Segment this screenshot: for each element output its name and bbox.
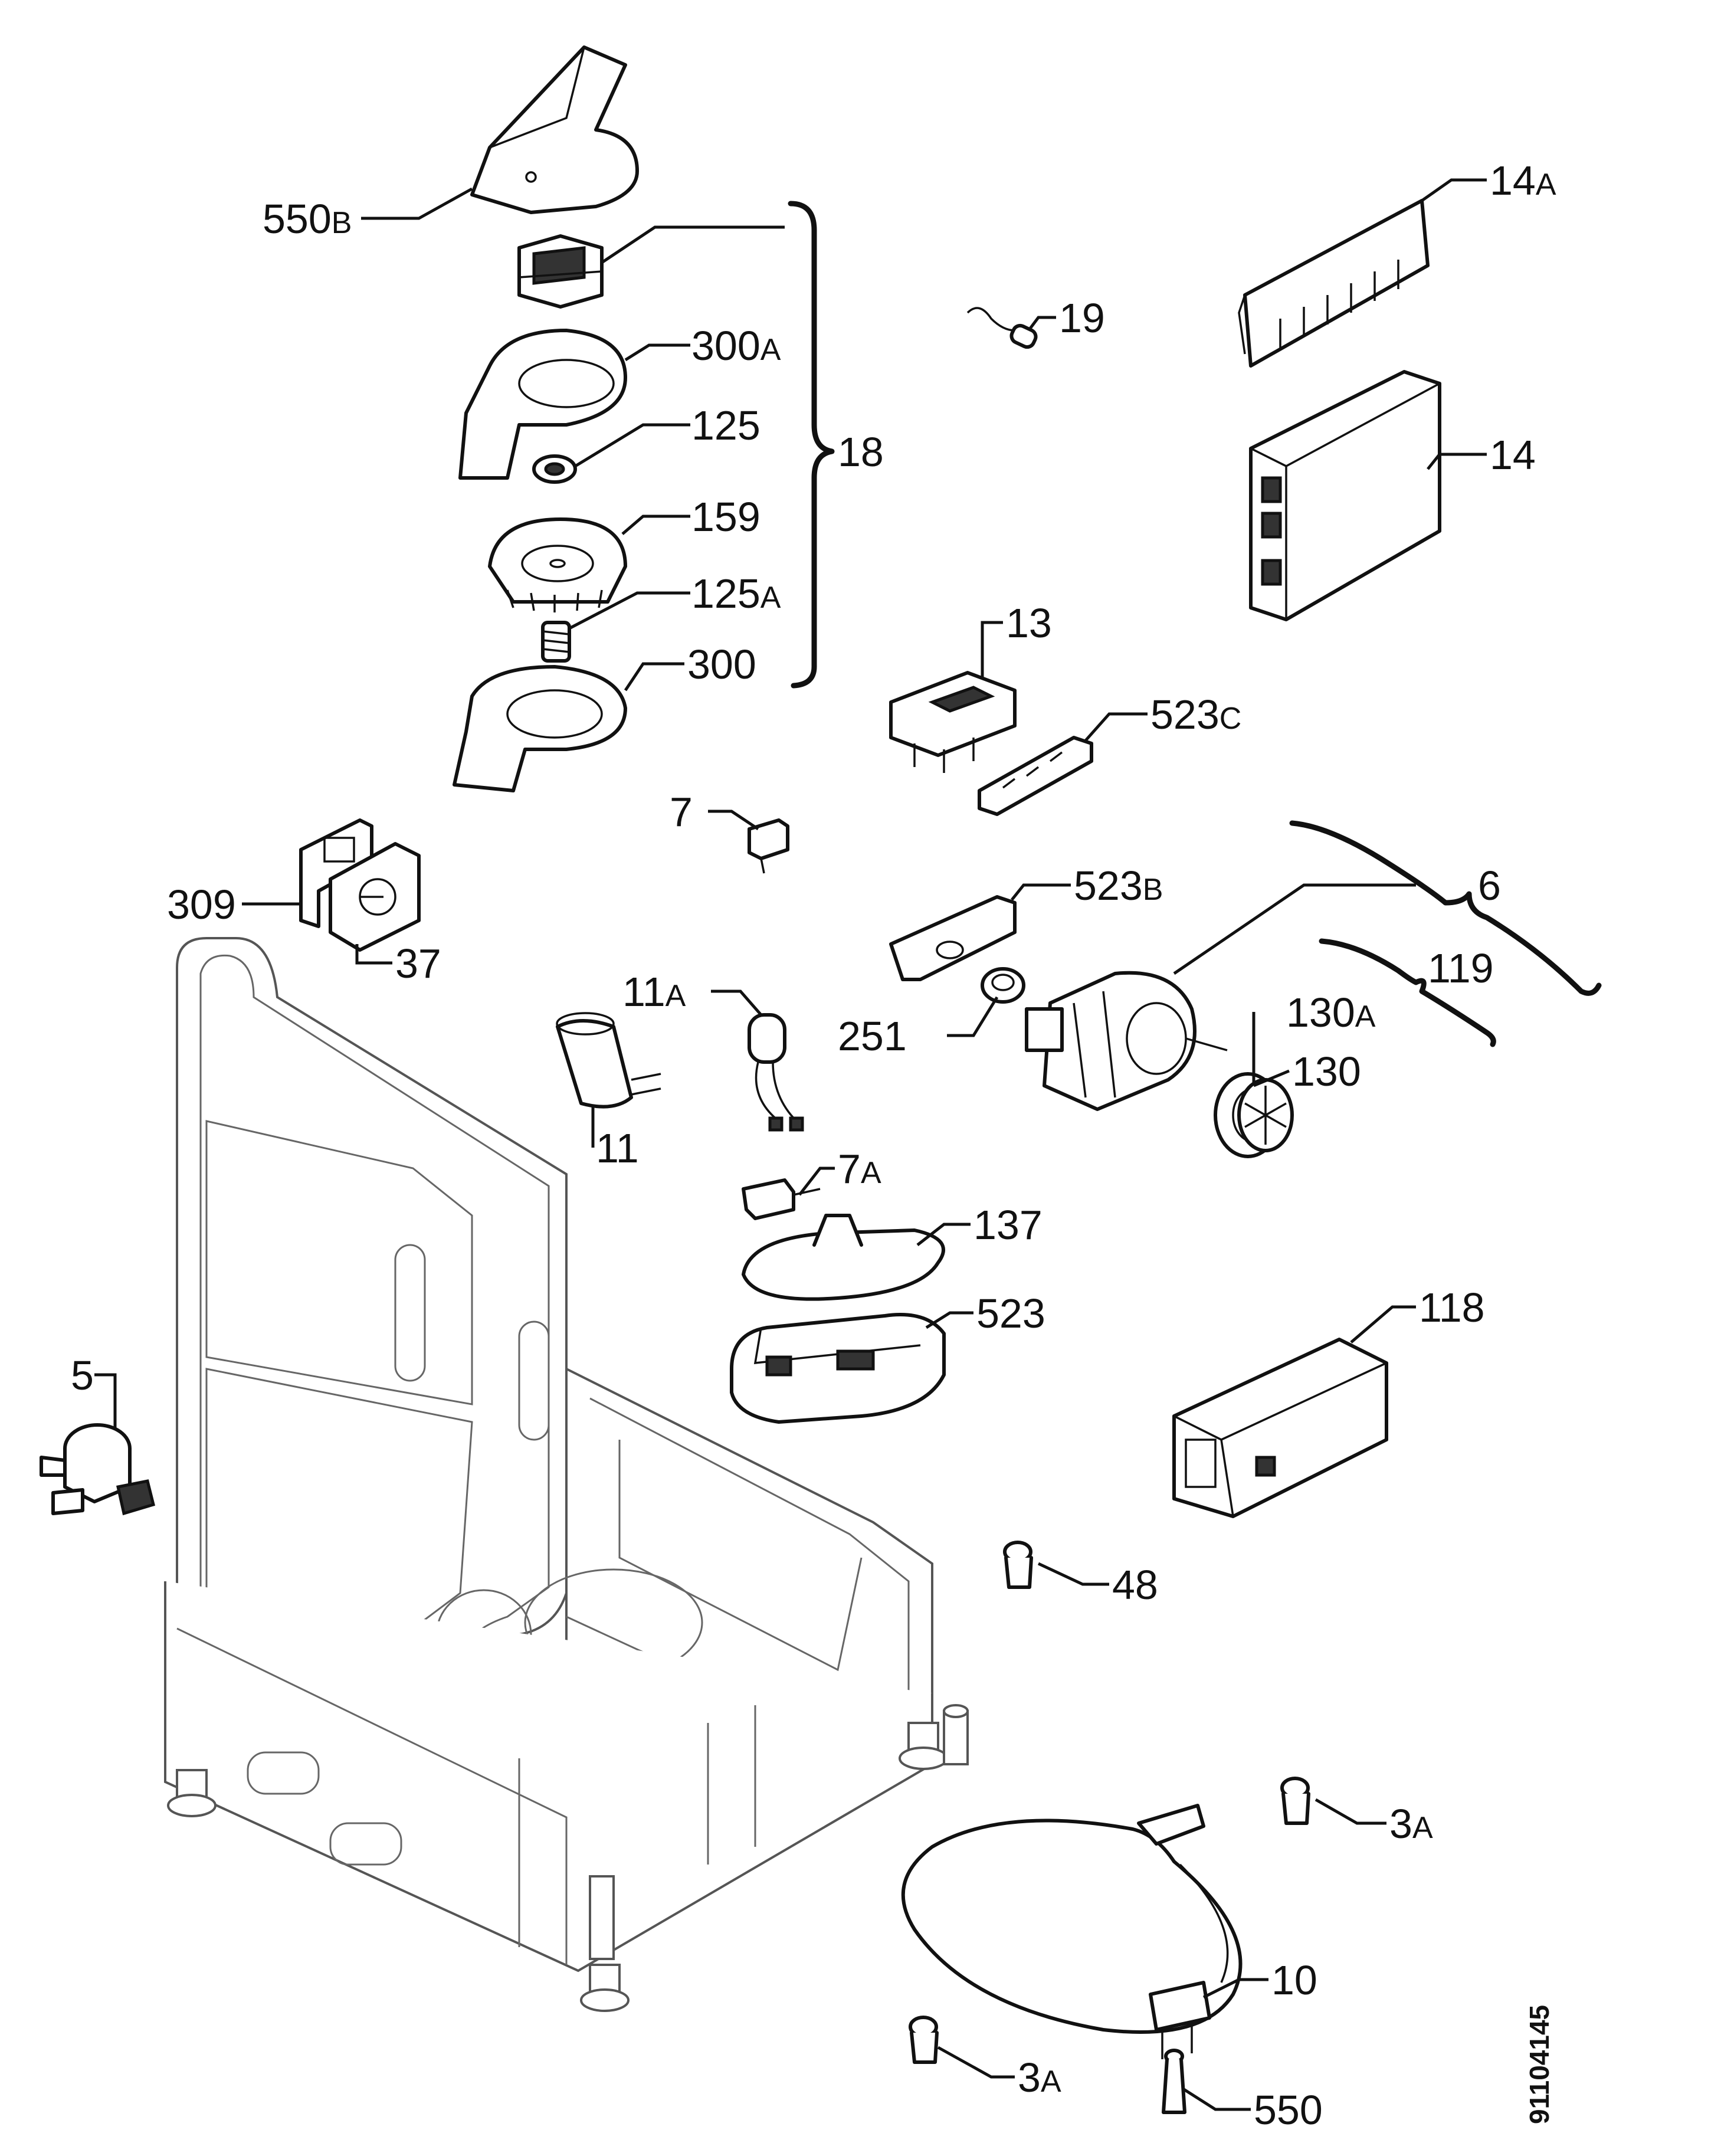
part-13-switch [889,671,1017,773]
label-300a: 300A [691,323,781,369]
part-300-housing [453,665,627,792]
brace-group-119 [1319,938,1496,1047]
part-14a-control-panel [1238,199,1430,368]
label-523c: 523C [1150,692,1241,738]
label-5: 5 [71,1352,94,1398]
part-37-pressostat [329,842,421,952]
label-6: 6 [1478,863,1501,909]
part-125-seal [532,454,577,484]
label-11a: 11A [622,969,686,1015]
label-37: 37 [395,941,441,987]
label-48: 48 [1112,1562,1158,1608]
label-550b: 550B [263,196,352,242]
part-3a-bottom-fitting [909,2016,939,2064]
label-125a: 125A [691,571,781,617]
part-7-clip [748,818,789,874]
drawing-code: 91104145 [1524,2005,1555,2124]
part-14-electronic-module [1249,370,1441,621]
part-48-fitting [1003,1541,1033,1589]
label-159: 159 [691,494,760,540]
part-6-pump-motor [1025,971,1228,1111]
part-130-impeller [1237,1078,1294,1152]
label-130a: 130A [1286,989,1376,1036]
label-523: 523 [976,1290,1045,1336]
label-3a-right: 3A [1389,1801,1433,1847]
part-137-float [742,1214,945,1301]
part-300a-housing [458,329,627,480]
part-11a-suppressor [748,1013,804,1132]
label-7a: 7A [838,1146,881,1192]
part-7a-sensor [742,1178,821,1220]
label-14: 14 [1490,432,1536,478]
label-13: 13 [1006,600,1052,646]
label-14a: 14A [1490,158,1556,204]
part-19-sensor [966,307,1038,349]
label-18: 18 [838,429,884,475]
label-309: 309 [167,882,236,928]
brace-group-18 [788,201,835,689]
label-125: 125 [691,402,760,448]
label-11: 11 [596,1125,639,1171]
label-137: 137 [973,1202,1043,1248]
label-119: 119 [1428,945,1494,991]
part-5-inlet-valve [40,1423,156,1516]
part-18-motor-block [517,234,604,309]
label-10: 10 [1271,1957,1317,2003]
label-523b: 523B [1074,863,1163,909]
part-550b-cover [470,45,639,214]
part-3a-right-fitting [1280,1777,1310,1825]
label-251: 251 [838,1013,907,1059]
label-3a-bottom: 3A [1018,2055,1061,2101]
part-11-capacitor [556,1012,661,1109]
part-159-impeller [488,517,627,612]
brace-group-6 [1289,820,1602,996]
part-118-dispenser [1172,1338,1388,1518]
label-118: 118 [1419,1285,1485,1331]
part-523b-bracket [889,895,1017,981]
part-251-cap [981,967,1025,1004]
label-19: 19 [1059,295,1105,341]
part-523c-bracket [978,736,1093,816]
label-7: 7 [670,789,693,835]
dishwasher-frame [164,937,969,2012]
part-125a-spring [541,621,571,663]
part-523-sump-housing [730,1313,946,1424]
label-550: 550 [1254,2087,1323,2133]
part-10-heating-element [901,1804,1243,2059]
part-550-bolt [1162,2049,1186,2114]
leader-lines [94,178,1487,2111]
label-300: 300 [687,641,756,687]
label-130: 130 [1292,1048,1361,1095]
